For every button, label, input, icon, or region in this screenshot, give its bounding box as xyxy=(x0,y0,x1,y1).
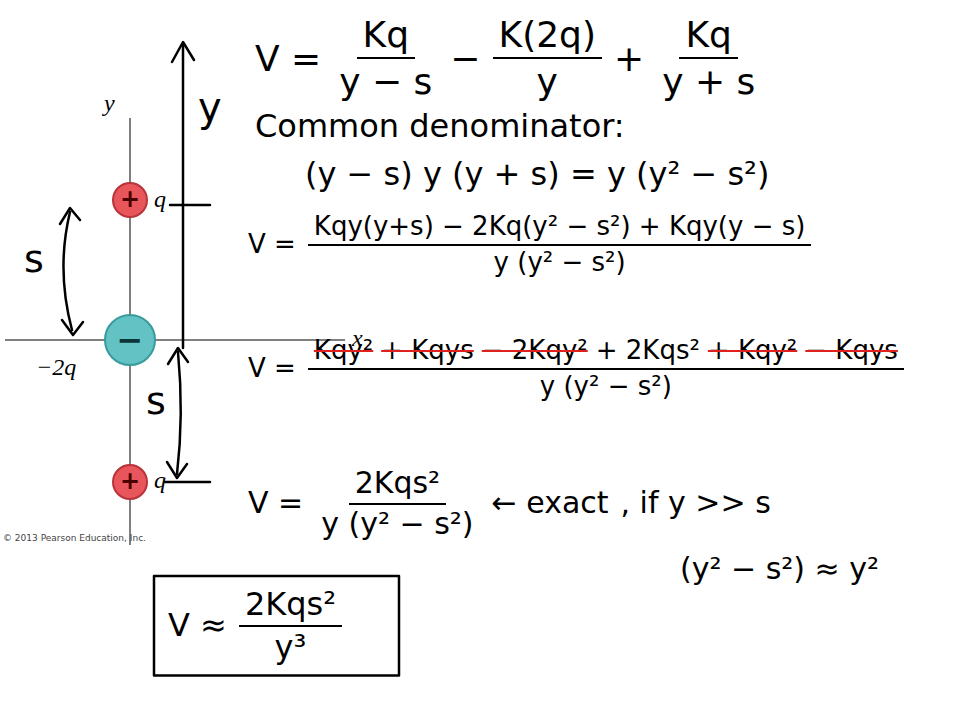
equation-line: (y − s) y (y + s) = y (y² − s²) xyxy=(305,156,769,193)
fraction-bar: Kq xyxy=(357,14,415,59)
distance-label: y xyxy=(198,84,222,130)
equation-term: y³ xyxy=(275,629,307,666)
distance-label: s xyxy=(146,380,166,424)
equation-term: − Kqys xyxy=(805,336,898,366)
distance-arrow xyxy=(63,212,72,330)
charge-label: q xyxy=(154,186,166,214)
equation-term: − xyxy=(450,38,480,79)
y-arrow xyxy=(182,44,185,348)
fraction: Kq y + s xyxy=(656,14,761,103)
fraction-bar: 2Kqs² xyxy=(239,586,342,627)
equation-term: V = xyxy=(248,486,303,521)
fraction: 2Kqs² y (y² − s²) xyxy=(315,466,479,541)
tick-mark xyxy=(165,481,210,484)
equation-term: V ≈ xyxy=(168,607,227,644)
fraction-bar: Kqy² + Kqys − 2Kqy² + 2Kqs² + Kqy² − Kqys xyxy=(308,336,904,370)
equation-term: y xyxy=(537,61,558,102)
equation-term: , if y >> s xyxy=(621,486,771,521)
equation-line: V = Kqy(y+s) − 2Kq(y² − s²) + Kqy(y − s) y… xyxy=(248,212,811,278)
equation-term: Kqy(y+s) − 2Kq(y² − s²) + Kqy(y − s) xyxy=(314,212,806,242)
charge-sign: − xyxy=(103,313,157,367)
arrowhead xyxy=(168,348,188,364)
equation-line: V = 2Kqs² y (y² − s²) ← exact , if y >> s xyxy=(248,466,771,541)
denominator: y (y² − s²) xyxy=(315,505,479,542)
equation-term: + 2Kqs² xyxy=(596,336,700,366)
equation-term: Kq xyxy=(363,14,409,55)
equation-term: + Kqy² xyxy=(708,336,797,366)
equation-line: Common denominator: xyxy=(255,108,625,145)
x-axis xyxy=(5,339,345,341)
denominator: y (y² − s²) xyxy=(488,246,632,278)
equation-term: Kqy² xyxy=(314,336,373,366)
negative-charge: − xyxy=(103,313,157,367)
denominator: y + s xyxy=(656,59,761,102)
fraction-bar: K(2q) xyxy=(493,14,602,59)
arrowhead xyxy=(167,462,187,478)
equation-term: y (y² − s²) xyxy=(494,248,626,278)
equation-term: y + s xyxy=(662,61,755,102)
equation-term: + Kqys xyxy=(381,336,474,366)
tick-mark xyxy=(170,204,210,207)
equation-term: y (y² − s²) xyxy=(540,372,672,402)
denominator: y − s xyxy=(333,59,438,102)
charge-label: q xyxy=(154,467,166,495)
equation-term: + xyxy=(614,38,644,79)
equation-line: V = Kqy² + Kqys − 2Kqy² + 2Kqs² + Kqy² − Kqys y… xyxy=(248,336,904,402)
equation-term: y − s xyxy=(339,61,432,102)
equation-term: − 2Kqy² xyxy=(482,336,588,366)
equation-term: Common denominator: xyxy=(255,108,625,145)
copyright: © 2013 Pearson Education, Inc. xyxy=(3,533,146,543)
fraction: K(2q) y xyxy=(493,14,602,103)
positive-charge: + xyxy=(111,181,149,219)
denominator: y xyxy=(531,59,564,102)
equation-line: V = Kq y − s−K(2q) y + Kq y + s xyxy=(255,14,761,103)
fraction: Kq y − s xyxy=(333,14,438,103)
denominator: y (y² − s²) xyxy=(534,370,678,402)
equation-term: (y² − s²) ≈ y² xyxy=(680,552,879,587)
fraction: Kqy² + Kqys − 2Kqy² + 2Kqs² + Kqy² − Kqys y (y… xyxy=(308,336,904,402)
fraction-bar: 2Kqs² xyxy=(349,466,446,505)
equation-term: 2Kqs² xyxy=(245,586,336,623)
positive-charge: + xyxy=(111,463,149,501)
equation-line: V ≈ 2Kqs² y³ xyxy=(168,586,342,666)
equation-term: V = xyxy=(248,354,296,384)
arrowhead xyxy=(62,320,83,335)
arrowhead xyxy=(172,42,194,62)
arrowhead xyxy=(60,208,80,224)
axis-label: y xyxy=(104,90,115,118)
charge-label: −2q xyxy=(36,354,76,382)
fraction: 2Kqs² y³ xyxy=(239,586,342,666)
equation-term: ← exact xyxy=(492,486,609,521)
fraction-bar: Kq xyxy=(679,14,737,59)
equation-term: Kq xyxy=(685,14,731,55)
equation-term: 2Kqs² xyxy=(355,466,440,501)
denominator: y³ xyxy=(269,627,313,666)
equation-term: y (y² − s²) xyxy=(321,507,473,542)
distance-arrow xyxy=(177,352,181,474)
equation-term: K(2q) xyxy=(499,14,596,55)
fraction: Kqy(y+s) − 2Kq(y² − s²) + Kqy(y − s) y (y… xyxy=(308,212,812,278)
fraction-bar: Kqy(y+s) − 2Kq(y² − s²) + Kqy(y − s) xyxy=(308,212,812,246)
charge-sign: + xyxy=(111,181,149,219)
answer-box xyxy=(154,576,399,676)
equation-line: (y² − s²) ≈ y² xyxy=(680,552,879,587)
equation-term: V = xyxy=(255,38,321,79)
equation-term: (y − s) y (y + s) = y (y² − s²) xyxy=(305,156,769,193)
distance-label: s xyxy=(24,238,44,282)
charge-sign: + xyxy=(111,463,149,501)
equation-term: V = xyxy=(248,230,296,260)
